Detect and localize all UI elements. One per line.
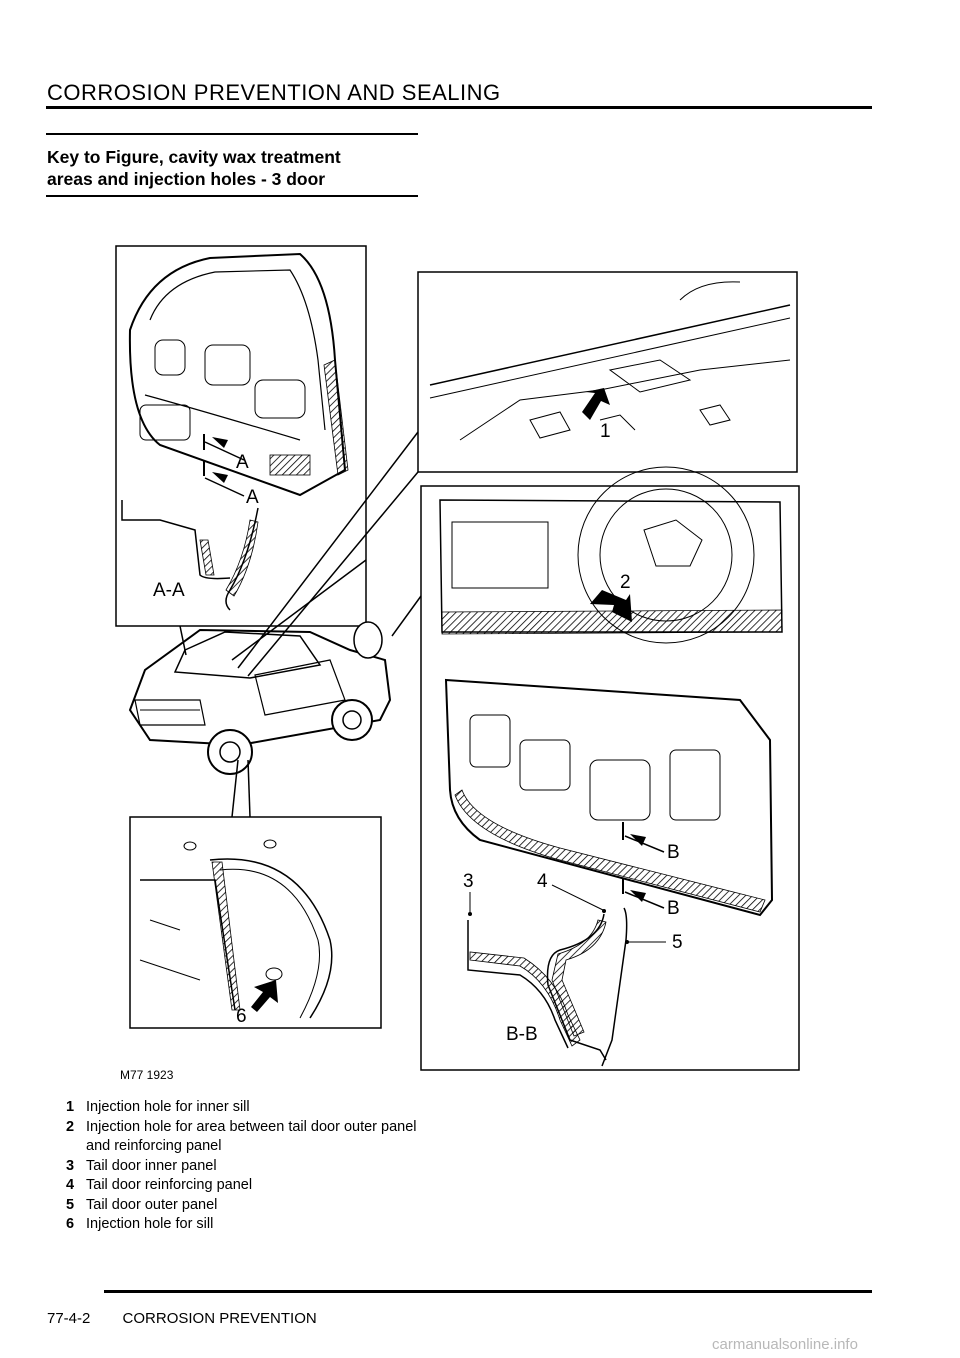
callout-1: 1	[600, 421, 611, 442]
legend-number: 4	[66, 1177, 75, 1193]
callout-3: 3	[463, 871, 474, 892]
callout-2: 2	[620, 572, 631, 593]
footer-section: CORROSION PREVENTION	[122, 1310, 317, 1327]
legend-text: Injection hole for area between tail doo…	[86, 1118, 417, 1155]
vehicle-drawing	[128, 621, 392, 775]
section-title-line1: Key to Figure, cavity wax treatment	[47, 147, 341, 167]
inset-tail-door: 2 B B 3 4 5 B-B	[420, 466, 800, 1071]
legend-text: Injection hole for sill	[86, 1216, 214, 1232]
section-label-b-lower: B	[667, 898, 680, 919]
legend-text: Tail door inner panel	[86, 1157, 217, 1174]
legend-number: 1	[66, 1099, 75, 1115]
section-title: Key to Figure, cavity wax treatment area…	[47, 146, 417, 190]
figure-legend: 1 Injection hole for inner sill 2 Inject…	[66, 1098, 426, 1235]
inset-leader-lines	[179, 431, 422, 818]
legend-number: 3	[66, 1157, 75, 1174]
section-rule-bottom	[46, 195, 418, 197]
legend-number: 5	[66, 1196, 75, 1213]
section-label-b-upper: B	[667, 842, 680, 863]
legend-number: 6	[66, 1216, 75, 1232]
page-footer: 77-4-2 CORROSION PREVENTION	[47, 1310, 345, 1327]
callout-4: 4	[537, 871, 548, 892]
figure-code: M77 1923	[120, 1068, 174, 1082]
callout-5: 5	[672, 932, 683, 953]
legend-text: Tail door outer panel	[86, 1196, 218, 1213]
legend-text: Tail door reinforcing panel	[86, 1177, 253, 1193]
legend-item: 3 Tail door inner panel	[66, 1157, 426, 1177]
legend-item: 2 Injection hole for area between tail d…	[66, 1118, 426, 1157]
legend-item: 5 Tail door outer panel	[66, 1196, 426, 1216]
section-title-line2: areas and injection holes - 3 door	[47, 169, 326, 189]
callout-6: 6	[236, 1006, 247, 1027]
legend-text: Injection hole for inner sill	[86, 1099, 250, 1115]
inset-inner-sill: 1	[417, 271, 798, 473]
legend-number: 2	[66, 1118, 75, 1135]
legend-item: 1 Injection hole for inner sill	[66, 1098, 426, 1118]
section-rule-top	[46, 133, 418, 135]
section-label-a-upper: A	[236, 452, 249, 473]
legend-item: 6 Injection hole for sill	[66, 1215, 426, 1235]
inset-sill: 6	[129, 816, 382, 1029]
page-number: 77-4-2	[47, 1310, 91, 1327]
page-header-title: CORROSION PREVENTION AND SEALING	[47, 80, 501, 105]
section-label-bb-view: B-B	[506, 1024, 538, 1045]
section-label-a-lower: A	[246, 487, 259, 508]
section-label-aa-view: A-A	[153, 580, 185, 601]
watermark: carmanualsonline.info	[712, 1336, 858, 1353]
inset-front-door: A A A-A	[115, 245, 367, 627]
footer-rule	[104, 1290, 872, 1293]
header-rule	[46, 106, 872, 109]
legend-item: 4 Tail door reinforcing panel	[66, 1176, 426, 1196]
